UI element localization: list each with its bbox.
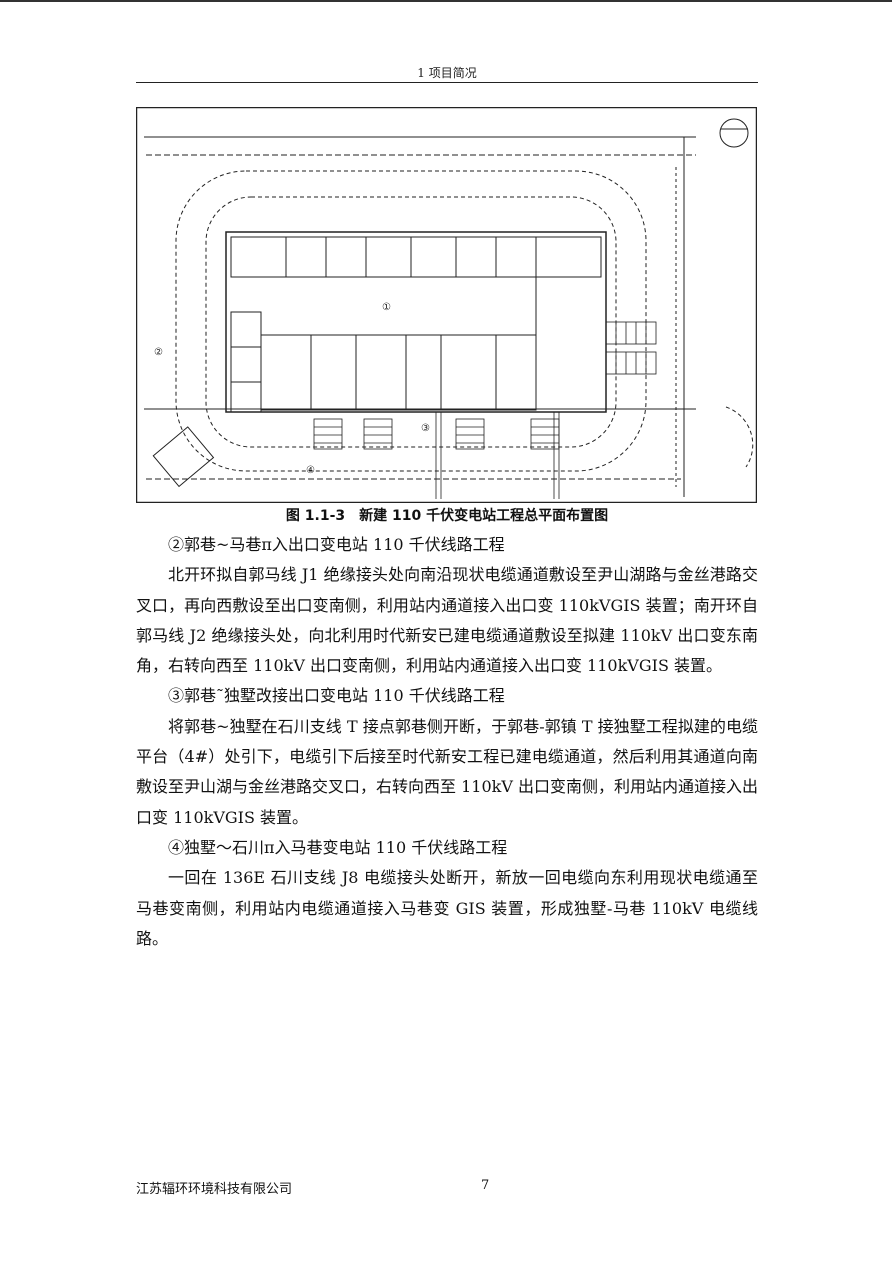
page-header: 1 项目简况	[417, 66, 477, 80]
paragraph-4: 一回在 136E 石川支线 J8 电缆接头处断开，新放一回电缆向东利用现状电缆通…	[136, 868, 758, 948]
header-rule	[136, 82, 758, 83]
bay-6	[495, 334, 537, 411]
west-rooms	[230, 311, 262, 413]
site-plan-figure: ① ② ③ ④	[136, 107, 757, 503]
footer-company: 江苏辐环环境科技有限公司	[136, 1182, 293, 1197]
ring-road-outer	[175, 170, 647, 472]
circle-3: ③	[421, 423, 430, 434]
top-border	[0, 0, 892, 2]
paragraph-heading-3: ③郭巷˜独墅改接出口变电站 110 千伏线路工程	[168, 686, 505, 706]
circle-1: ①	[382, 302, 391, 313]
bay-1	[260, 334, 312, 411]
page-number: 7	[481, 1178, 490, 1193]
paragraph-heading-4: ④独墅～石川π入马巷变电站 110 千伏线路工程	[168, 837, 508, 857]
paragraph-heading-2: ②郭巷~马巷π入出口变电站 110 千伏线路工程	[168, 535, 505, 554]
paragraph-3: 将郭巷~独墅在石川支线 T 接点郭巷侧开断，于郭巷-郭镇 T 接独墅工程拟建的电…	[136, 716, 758, 827]
circle-4: ④	[306, 465, 315, 476]
bay-3	[355, 334, 407, 411]
bay-2	[310, 334, 357, 411]
guard-house	[152, 426, 215, 488]
bay-4	[405, 334, 442, 411]
paragraph-2: 北开环拟自郭马线 J1 绝缘接头处向南沿现状电缆通道敷设至尹山湖路与金丝港路交叉…	[136, 565, 758, 676]
bay-5	[440, 334, 497, 411]
circle-2: ②	[154, 347, 163, 358]
north-arrow	[719, 118, 749, 148]
main-building	[225, 231, 607, 413]
figure-frame	[136, 107, 757, 503]
figure-caption: 图 1.1-3 新建 110 千伏变电站工程总平面布置图	[285, 508, 609, 524]
body-text: ②郭巷~马巷π入出口变电站 110 千伏线路工程 北开环拟自郭马线 J1 绝缘接…	[136, 530, 758, 954]
site-plan-drawing: ① ② ③ ④	[136, 107, 757, 503]
